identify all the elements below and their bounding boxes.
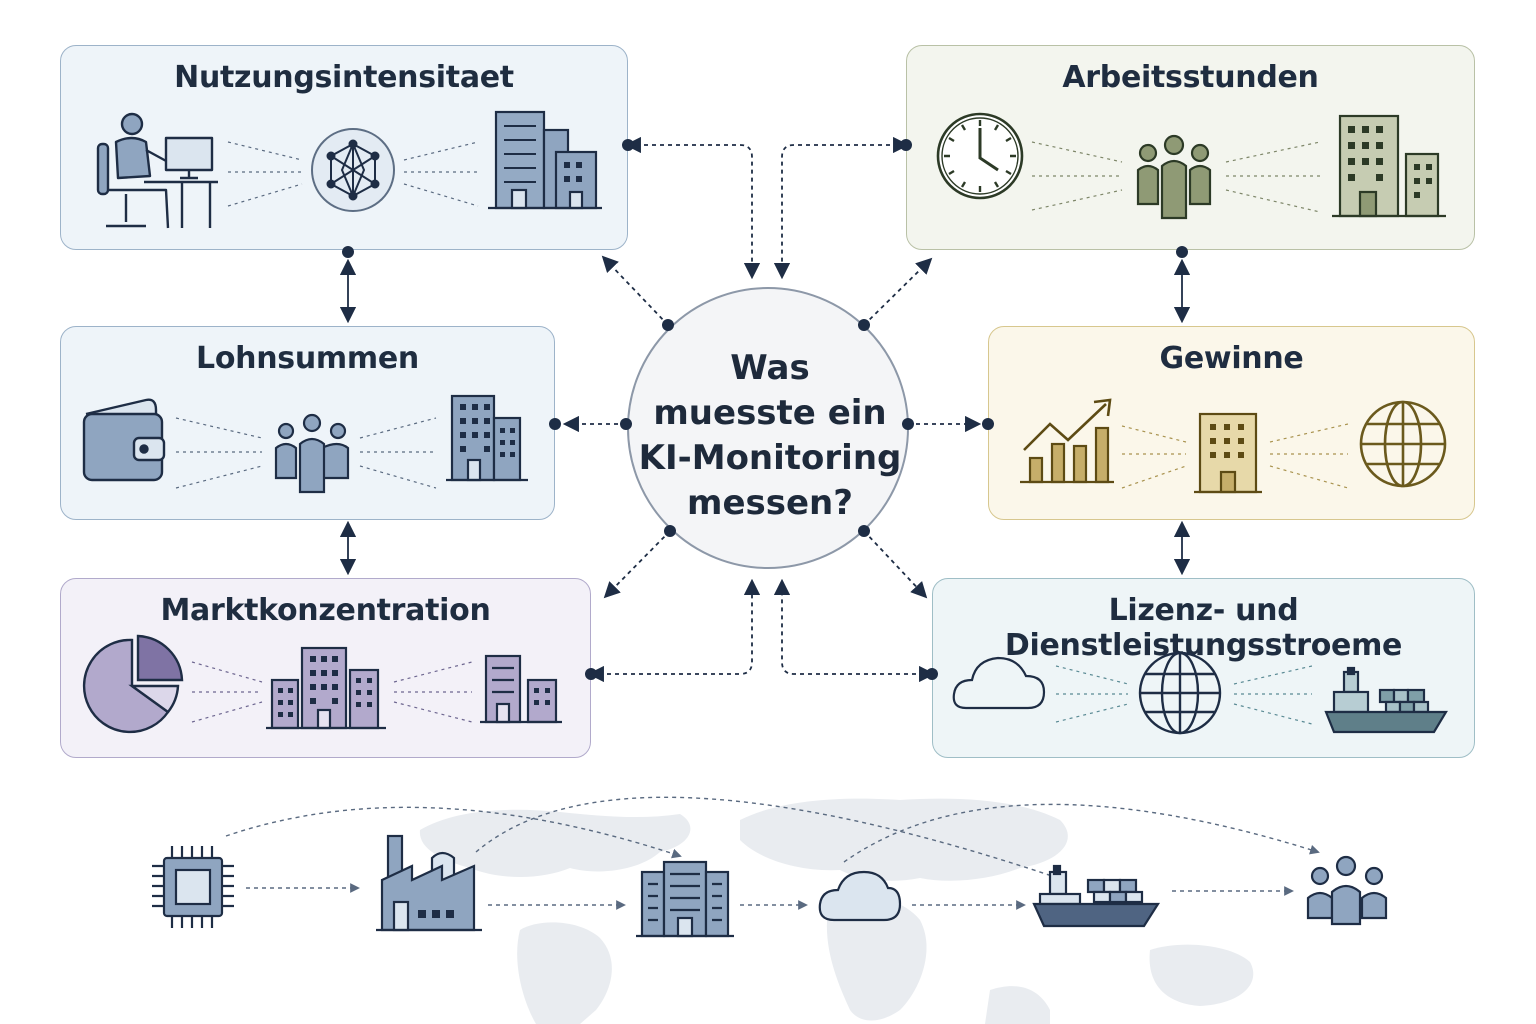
- connector-top-left: [624, 136, 761, 280]
- connectors: [562, 136, 982, 683]
- office-buildings-icon: [488, 110, 602, 210]
- center-line-1: Was: [730, 348, 810, 388]
- center-line-3: KI-Monitoring: [638, 438, 902, 478]
- cloud-icon: [818, 870, 902, 922]
- office-buildings-icon: [1332, 114, 1446, 218]
- pie-chart-icon: [82, 634, 184, 734]
- connector-top-right: [773, 136, 910, 280]
- connector-dots: [342, 139, 1188, 680]
- people-group-icon: [1306, 855, 1388, 926]
- office-building-icon: [636, 860, 734, 938]
- neural-network-icon: [311, 128, 395, 212]
- office-buildings-icon: [480, 654, 562, 724]
- office-building-icon: [1194, 412, 1262, 494]
- chip-icon: [152, 846, 234, 928]
- people-group-icon: [274, 413, 350, 494]
- center-question: Was muesste ein KI-Monitoring messen?: [632, 346, 908, 526]
- office-buildings-icon: [446, 394, 528, 482]
- dash-lines-box1: [227, 141, 479, 207]
- connector-diag-ll: [603, 530, 671, 599]
- box-title-nutzungsintensitaet: Nutzungsintensitaet: [174, 60, 514, 95]
- clock-icon: [936, 112, 1024, 200]
- cargo-ship-icon: [1032, 864, 1161, 928]
- connector-bottom-left: [587, 578, 761, 683]
- dash-lines-box4: [1031, 141, 1321, 213]
- connector-diag-ur: [863, 257, 933, 326]
- center-line-4: messen?: [687, 483, 853, 523]
- dash-lines-box5: [1121, 423, 1349, 489]
- connector-diag-lr: [863, 530, 928, 599]
- dash-lines-box3: [191, 661, 473, 723]
- connector-bottom-right: [773, 578, 936, 683]
- cargo-ship-icon: [1324, 666, 1448, 734]
- flow-arcs: [225, 796, 1320, 883]
- globe-icon: [1138, 651, 1222, 735]
- cloud-icon: [952, 656, 1046, 710]
- connector-diag-ul: [601, 255, 669, 326]
- dash-lines-box6: [1055, 665, 1313, 725]
- flow-arrows: [246, 883, 1294, 910]
- person-at-computer-icon: [96, 112, 218, 229]
- city-buildings-icon: [266, 646, 386, 730]
- box-title-arbeitsstunden: Arbeitsstunden: [1062, 60, 1319, 95]
- globe-icon: [1359, 400, 1447, 488]
- factory-icon: [376, 834, 482, 932]
- center-line-2: muesste ein: [653, 393, 887, 433]
- growth-chart-icon: [1020, 398, 1114, 484]
- people-group-icon: [1136, 134, 1212, 220]
- box-title-lohnsummen: Lohnsummen: [196, 341, 419, 376]
- box-title-lizenz: Lizenz- und Dienstleistungsstroeme: [1004, 593, 1403, 663]
- box-title-gewinne: Gewinne: [1159, 341, 1304, 376]
- wallet-icon: [82, 398, 166, 482]
- box-title-marktkonzentration: Marktkonzentration: [160, 593, 491, 628]
- dash-lines-box2: [175, 417, 437, 489]
